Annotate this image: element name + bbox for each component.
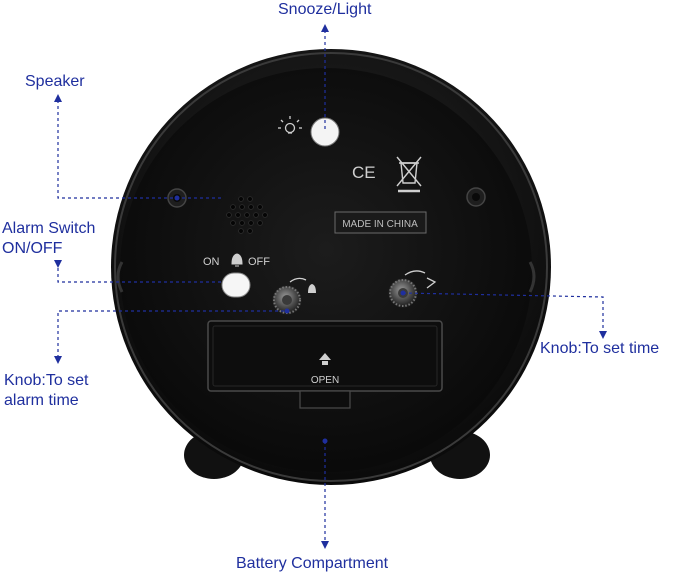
callout-dots xyxy=(174,195,406,444)
made-in-china-text: MADE IN CHINA xyxy=(342,219,418,230)
alarm-time-knob[interactable] xyxy=(272,285,302,315)
time-knob-direction-arrow xyxy=(404,270,426,276)
clock-side-notch-left xyxy=(116,261,124,293)
made-in-china-plate xyxy=(334,211,427,234)
knob-time-text: Knob:To set time xyxy=(540,340,660,357)
switch-off-marking: OFF xyxy=(248,256,270,268)
speaker-label: Speaker xyxy=(25,72,85,92)
clock-hands-icon xyxy=(426,277,437,289)
snooze-light-button[interactable] xyxy=(310,117,340,147)
callout-speaker-line xyxy=(57,100,222,199)
arrowhead-icon xyxy=(54,24,607,549)
switch-on-marking: ON xyxy=(203,256,220,268)
snooze-light-text: Snooze/Light xyxy=(278,1,372,18)
alarm-switch-label: Alarm Switch ON/OFF xyxy=(2,219,95,259)
bell-icon xyxy=(231,253,243,267)
ce-mark: CE xyxy=(352,163,376,182)
crossed-bin-icon xyxy=(396,156,422,193)
open-marking: OPEN xyxy=(311,375,339,386)
alarm-switch-text-line1: Alarm Switch xyxy=(2,220,96,237)
knob-alarm-label: Knob:To set alarm time xyxy=(4,371,89,411)
knob-alarm-text-line2: alarm time xyxy=(4,392,79,409)
battery-cover-inner xyxy=(212,325,438,387)
battery-cover-latch[interactable] xyxy=(299,390,351,409)
callout-alarm-switch-line xyxy=(57,262,222,283)
light-bulb-icon xyxy=(278,116,302,134)
speaker-grille xyxy=(226,196,268,234)
clock-rim-highlight xyxy=(114,52,548,482)
battery-compartment-text: Battery Compartment xyxy=(236,555,389,572)
callout-lines xyxy=(57,30,604,543)
screw-right xyxy=(466,187,486,207)
speaker-text: Speaker xyxy=(25,73,85,90)
alarm-knob-direction-arrow xyxy=(289,277,307,283)
battery-compartment-label: Battery Compartment xyxy=(236,554,388,574)
clock-side-notch-right xyxy=(528,261,536,293)
alarm-switch-slider[interactable] xyxy=(221,272,251,298)
callout-knob-alarm-line xyxy=(57,310,287,358)
alarm-knob-bell-icon xyxy=(308,284,316,293)
knob-alarm-text-line1: Knob:To set xyxy=(4,372,89,389)
knob-time-label: Knob:To set time xyxy=(540,339,659,359)
alarm-switch-text-line2: ON/OFF xyxy=(2,240,63,257)
open-arrow-icon xyxy=(319,353,331,365)
snooze-light-label: Snooze/Light xyxy=(278,0,371,20)
callout-knob-time-line xyxy=(402,292,604,333)
